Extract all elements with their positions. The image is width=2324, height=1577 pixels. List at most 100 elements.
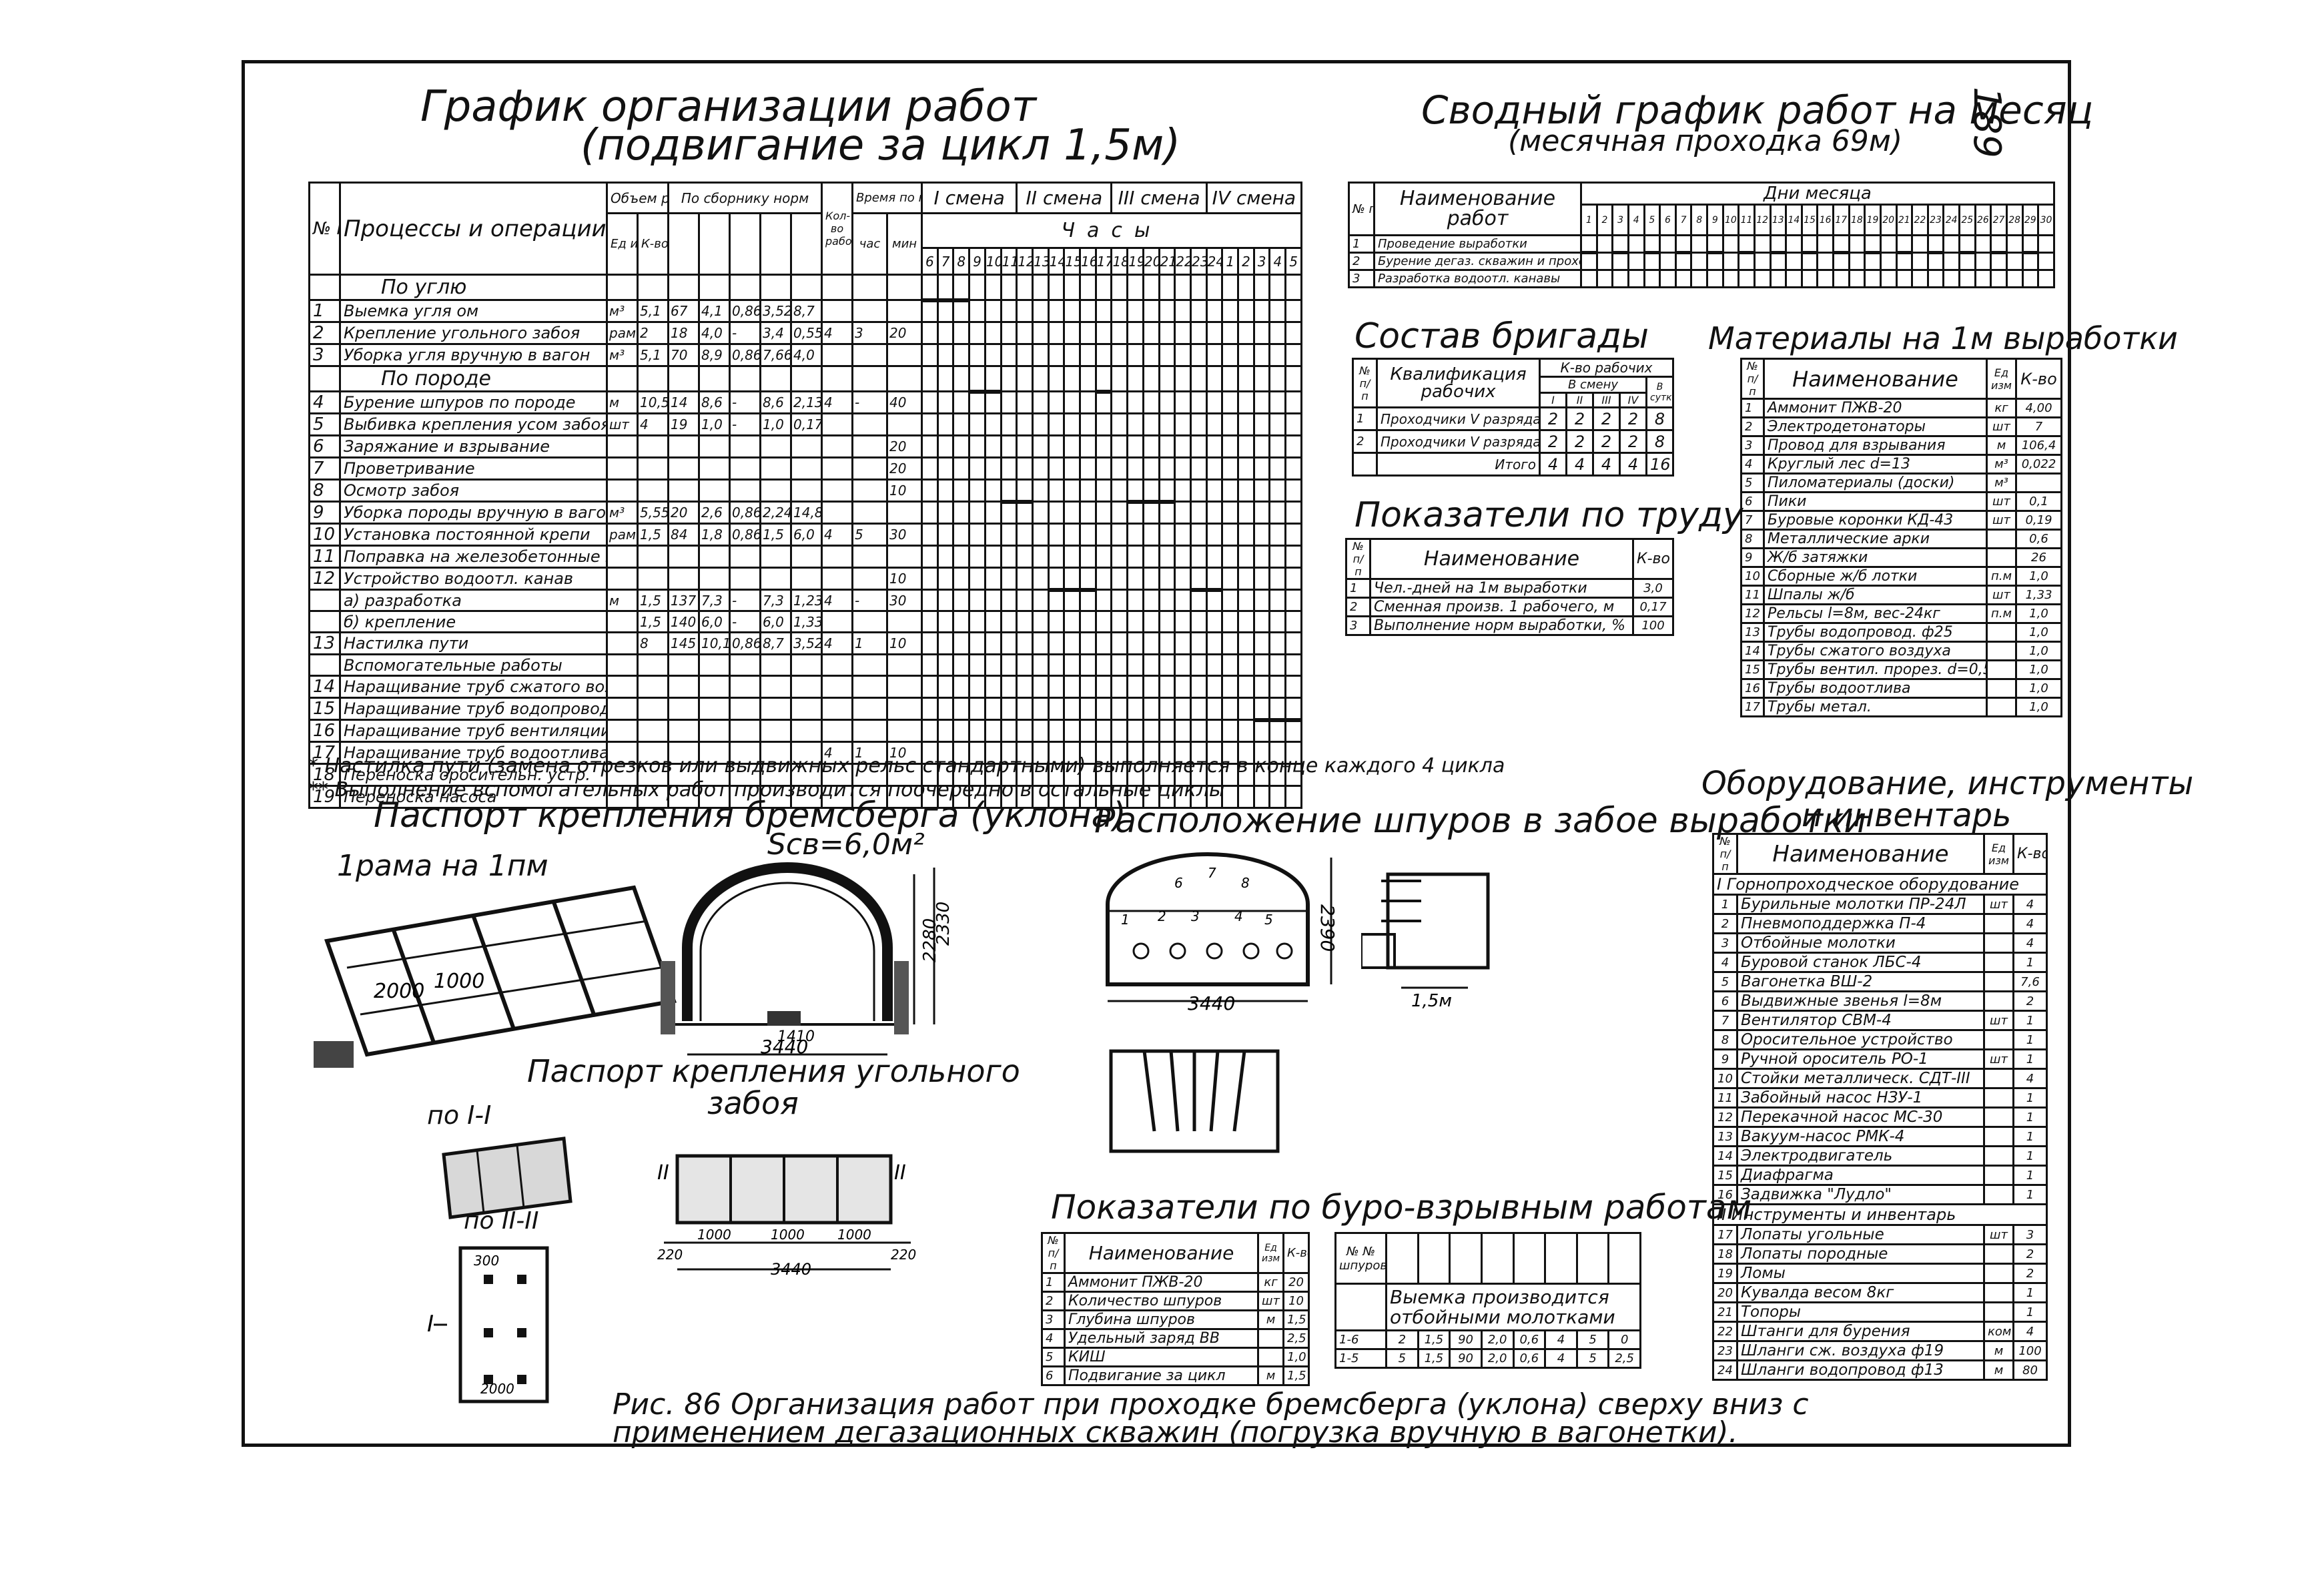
row-w: [821, 501, 853, 525]
row-c3: [729, 434, 761, 458]
row-name: Бурение шпуров по породе: [339, 390, 608, 414]
day-label: 17: [1832, 204, 1850, 236]
row-value: 2: [1565, 406, 1594, 431]
row-name: Лопаты породные: [1736, 1243, 1985, 1265]
hour-label: 9: [968, 247, 986, 276]
view-i-label: по I-I: [427, 1100, 492, 1130]
row-h: [851, 785, 888, 809]
row-c3: [729, 653, 761, 677]
row-value: 2: [1592, 429, 1621, 454]
row-v: 3,0: [1632, 578, 1674, 599]
brigade-table: № п/п Квалификация рабочих К-во рабочих …: [1352, 358, 1675, 477]
row-q: 1: [2012, 1087, 2048, 1109]
row-q: 4: [2012, 932, 2048, 954]
row-w: 4: [821, 321, 853, 345]
row-h: [851, 434, 888, 458]
row-num: 17: [308, 741, 341, 765]
row-name: Итого: [1376, 452, 1541, 477]
col-workers: Кол-во рабочих: [821, 182, 853, 276]
row-qty: 10,5: [637, 390, 669, 414]
row-m: 10: [885, 741, 923, 765]
passport-title: Паспорт крепления бремсберга (уклона): [374, 796, 1126, 836]
day-label: 28: [2005, 204, 2024, 236]
row-c3: -: [729, 589, 761, 612]
row-m: [885, 501, 923, 525]
hour-label: 15: [1063, 247, 1082, 276]
row-c3: [729, 675, 761, 699]
monthly-col-name: Наименование работ: [1373, 182, 1582, 236]
row-q: 0,1: [2015, 491, 2062, 512]
row-num: 15: [308, 697, 341, 721]
row-unit: [606, 675, 639, 699]
row-c1: [667, 741, 700, 765]
row-num: 6: [308, 434, 341, 458]
row-n: 12: [1740, 603, 1765, 624]
row-u: п.м: [1986, 603, 2017, 624]
row-u: [1986, 641, 2017, 661]
row-c5: 3,52: [790, 631, 823, 655]
row-name: Буровые коронки КД-43: [1763, 510, 1988, 531]
row-u: [1983, 913, 2014, 934]
brigade-col-day: В сутки: [1645, 376, 1675, 408]
row-q: 1: [2012, 1107, 2048, 1128]
row-w: [821, 610, 853, 633]
row-name: Задвижка "Лудло": [1736, 1184, 1985, 1205]
row-c2: [698, 675, 731, 699]
row-n: 20: [1712, 1282, 1738, 1303]
col-process: Процессы и операции: [339, 182, 608, 276]
row-value: 2: [1592, 406, 1621, 431]
row-u: [1983, 932, 2014, 954]
row-qty: [637, 545, 669, 569]
row-n: 16: [1740, 678, 1765, 699]
col-shift2: II смена: [1016, 182, 1113, 214]
row-num: 2: [308, 321, 341, 345]
row-c1: 14: [667, 390, 700, 414]
coal-view-ii-drawing: I 300 2000: [427, 1246, 549, 1403]
row-m: 30: [885, 523, 923, 547]
row-unit: шт: [606, 412, 639, 436]
row-name: Пиломатериалы (доски): [1763, 472, 1988, 493]
row-qty: 1,5: [637, 523, 669, 547]
row-c1: 18: [667, 321, 700, 345]
row-c1: 19: [667, 412, 700, 436]
row-num: 13: [308, 631, 341, 655]
labor-title: Показатели по труду: [1354, 495, 1744, 535]
row-name: Забойный насос НЗУ-1: [1736, 1087, 1985, 1109]
row-name: Трубы вентил. прорез. d=0,5: [1763, 659, 1988, 680]
row-n: 6: [1740, 491, 1765, 512]
row-q: 80: [2012, 1359, 2048, 1381]
row-c5: [790, 763, 823, 787]
row-name: Выполнение норм выработки, %: [1369, 615, 1634, 636]
row-w: [821, 479, 853, 503]
drilling-col-num: № п/п: [1041, 1232, 1066, 1274]
section-row: I Горнопроходческое оборудование: [1712, 873, 2048, 896]
row-m: [885, 343, 923, 367]
day-label: 5: [1643, 204, 1661, 236]
row-qty: [637, 785, 669, 809]
brigade-title: Состав бригады: [1354, 316, 1649, 356]
row-name: Заряжание и взрывание: [339, 434, 608, 458]
holes-side-drawing: 1,5м: [1361, 872, 1490, 1011]
row-q: 4: [2012, 894, 2048, 915]
monthly-table: № п/п Наименование работ Дни месяца 1234…: [1348, 182, 2055, 288]
row-w: [821, 697, 853, 721]
row-q: 1: [2012, 1029, 2048, 1050]
row-unit: [606, 719, 639, 743]
row-unit: [606, 653, 639, 677]
row-n: 19: [1712, 1263, 1738, 1284]
row-c4: [759, 741, 792, 765]
row-name: Бурение дегаз. скважин и проходка ниш: [1373, 252, 1582, 271]
row-unit: рам: [606, 321, 639, 345]
row-q: 0,19: [2015, 510, 2062, 531]
